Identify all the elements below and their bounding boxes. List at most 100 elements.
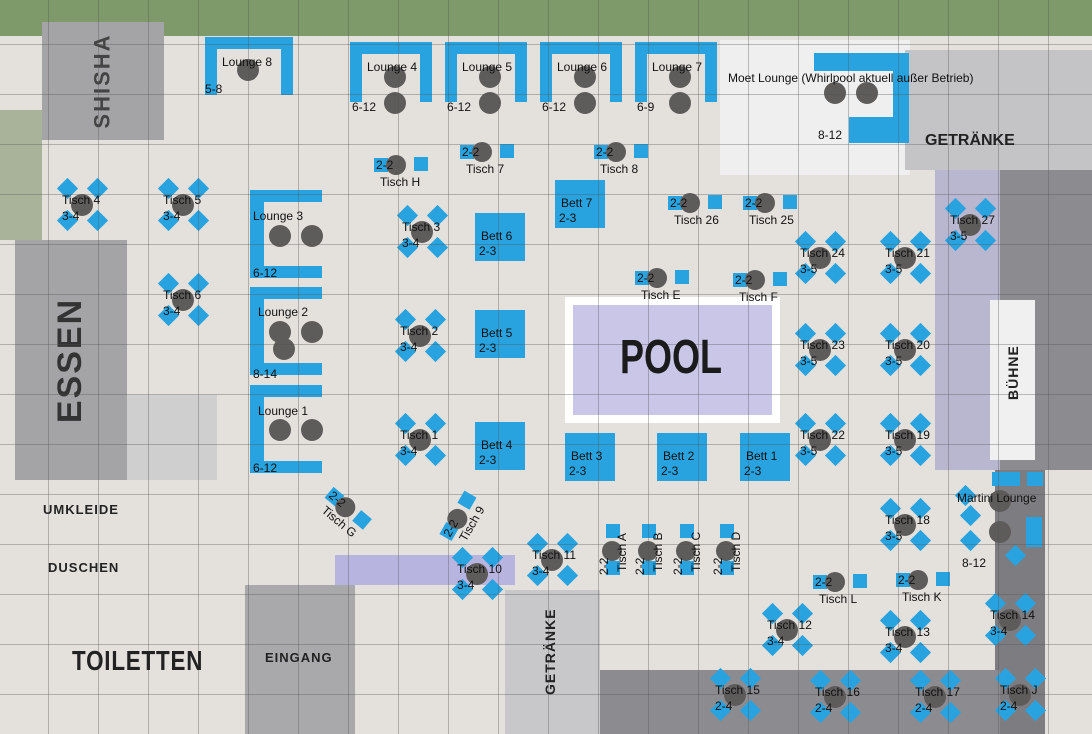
lounge-sofa — [635, 42, 647, 102]
table-icon — [71, 194, 93, 216]
lounge-4[interactable] — [635, 42, 717, 54]
table-capacity: 2-2 — [711, 557, 725, 575]
table-icon — [809, 247, 831, 269]
table-icon[interactable] — [908, 570, 928, 590]
table-capacity: 2-2 — [462, 145, 480, 159]
essen-label: ESSEN — [51, 297, 90, 423]
lounge-sofa — [250, 461, 322, 473]
duschen-label: DUSCHEN — [48, 560, 120, 575]
lounge-1[interactable] — [350, 42, 432, 54]
seat-icon — [720, 561, 734, 575]
bed-0[interactable] — [555, 180, 605, 228]
table-capacity: 3-4 — [400, 340, 418, 354]
lounge-capacity: 8-14 — [253, 367, 278, 381]
lounge-capacity: 6-9 — [637, 100, 655, 114]
table-capacity: 3-5 — [885, 529, 903, 543]
lounge-2[interactable] — [445, 42, 527, 54]
seat-icon — [606, 561, 620, 575]
table-name: Tisch D — [729, 531, 743, 572]
table-icon[interactable] — [647, 268, 667, 288]
lounge-6[interactable] — [250, 190, 322, 202]
bed-6[interactable] — [740, 433, 790, 481]
table-icon — [924, 686, 946, 708]
table-name: Tisch 6 — [163, 288, 202, 302]
lounge-capacity: 6-12 — [253, 266, 278, 280]
bed-capacity: 2-3 — [569, 464, 587, 478]
lounge-name: Lounge 7 — [652, 60, 703, 74]
table-capacity: 2-2 — [670, 196, 688, 210]
table-icon — [894, 247, 916, 269]
lounge-sofa — [250, 190, 264, 278]
table-icon — [1009, 684, 1031, 706]
table-capacity: 3-4 — [990, 624, 1008, 638]
lounge-8[interactable] — [250, 385, 322, 397]
lounge-sofa — [515, 42, 527, 102]
lounge-capacity: 6-12 — [447, 100, 472, 114]
table-icon[interactable] — [755, 193, 775, 213]
bed-capacity: 2-3 — [479, 244, 497, 258]
table-capacity: 3-4 — [62, 209, 80, 223]
bed-5[interactable] — [657, 433, 707, 481]
seat-icon — [743, 196, 757, 210]
seat-icon — [460, 145, 474, 159]
lounge-capacity: 8-12 — [962, 556, 987, 570]
table-name: Tisch 20 — [885, 338, 930, 352]
bed-2[interactable] — [475, 310, 525, 358]
table-name: Tisch 12 — [767, 618, 812, 632]
lounge-9[interactable] — [992, 472, 1020, 486]
table-icon[interactable] — [638, 541, 658, 561]
table-icon[interactable] — [680, 193, 700, 213]
table-icon[interactable] — [606, 142, 626, 162]
table-icon — [172, 289, 194, 311]
lounge-sofa — [350, 42, 362, 102]
table-icon[interactable] — [676, 541, 696, 561]
table-icon — [809, 429, 831, 451]
bed-name: Bett 4 — [481, 438, 513, 452]
lounge-sofa — [1027, 472, 1043, 486]
table-capacity: 2-2 — [637, 271, 655, 285]
seat-icon — [606, 524, 620, 538]
table-capacity: 3-4 — [163, 304, 181, 318]
lounge-0[interactable] — [205, 37, 293, 49]
table-icon[interactable] — [386, 155, 406, 175]
seat-icon — [783, 195, 797, 209]
seat-icon — [675, 270, 689, 284]
bed-1[interactable] — [475, 213, 525, 261]
table-capacity: 2-2 — [596, 145, 614, 159]
seat-icon — [680, 561, 694, 575]
lounge-sofa — [420, 42, 432, 102]
lounge-3[interactable] — [540, 42, 622, 54]
lounge-name: Lounge 3 — [253, 209, 304, 223]
bed-4[interactable] — [565, 433, 615, 481]
table-capacity: 3-4 — [400, 444, 418, 458]
table-icon[interactable] — [472, 142, 492, 162]
table-icon — [574, 66, 596, 88]
table-icon[interactable] — [602, 541, 622, 561]
table-icon[interactable] — [716, 541, 736, 561]
table-capacity: 3-5 — [885, 444, 903, 458]
seat-icon — [642, 561, 656, 575]
lounge-sofa — [250, 287, 264, 375]
table-icon — [409, 429, 431, 451]
table-icon[interactable] — [825, 572, 845, 592]
table-icon — [273, 338, 295, 360]
bed-name: Bett 3 — [571, 449, 603, 463]
table-icon — [384, 92, 406, 114]
table-name: Tisch 23 — [800, 338, 845, 352]
bar-area — [905, 50, 1092, 170]
table-icon — [724, 684, 746, 706]
lounge-5[interactable] — [814, 53, 908, 71]
bed-3[interactable] — [475, 422, 525, 470]
lounge-7[interactable] — [250, 287, 322, 299]
seat-icon — [500, 144, 514, 158]
table-capacity: 3-4 — [885, 641, 903, 655]
seat-icon — [733, 273, 747, 287]
seat-icon — [959, 504, 982, 527]
table-icon — [776, 619, 798, 641]
table-icon[interactable] — [745, 270, 765, 290]
lounge-sofa — [205, 37, 217, 95]
lounge-capacity: 6-12 — [352, 100, 377, 114]
table-icon — [301, 321, 323, 343]
